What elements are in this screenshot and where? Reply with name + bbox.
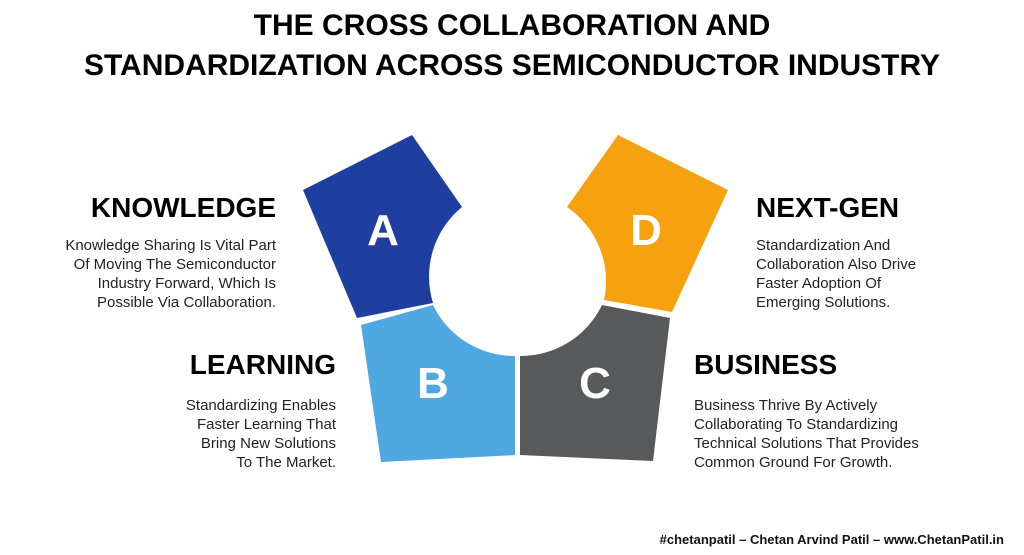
nextgen-desc-line: Emerging Solutions. bbox=[756, 294, 891, 311]
segment-d-shape bbox=[567, 135, 728, 312]
business-desc-line: Collaborating To Standardizing bbox=[694, 416, 899, 433]
business-heading: BUSINESS bbox=[694, 349, 838, 380]
learning-description: Standardizing Enables Faster Learning Th… bbox=[76, 396, 336, 472]
business-desc-line: Technical Solutions That Provides bbox=[694, 435, 919, 452]
knowledge-desc-line: Possible Via Collaboration. bbox=[97, 294, 276, 311]
nextgen-heading: NEXT-GEN bbox=[756, 192, 900, 223]
segment-b-letter: B bbox=[417, 359, 449, 408]
segment-a-shape bbox=[303, 135, 462, 318]
nextgen-desc-line: Collaboration Also Drive bbox=[756, 256, 917, 273]
knowledge-heading: KNOWLEDGE bbox=[90, 192, 276, 223]
nextgen-desc-line: Faster Adoption Of bbox=[756, 275, 882, 292]
learning-heading: LEARNING bbox=[189, 349, 336, 380]
knowledge-desc-line: Industry Forward, Which Is bbox=[97, 275, 276, 292]
segment-d: D bbox=[567, 135, 728, 312]
segment-c-letter: C bbox=[579, 359, 611, 408]
footer-credit: #chetanpatil – Chetan Arvind Patil – www… bbox=[659, 532, 1004, 547]
learning-desc-line: Bring New Solutions bbox=[200, 435, 336, 452]
knowledge-desc-line: Knowledge Sharing Is Vital Part bbox=[65, 237, 276, 254]
knowledge-desc-line: Of Moving The Semiconductor bbox=[73, 256, 276, 273]
learning-desc-line: Faster Learning That bbox=[197, 416, 336, 433]
knowledge-description: Knowledge Sharing Is Vital Part Of Movin… bbox=[0, 236, 276, 312]
page-title: THE CROSS COLLABORATION AND STANDARDIZAT… bbox=[0, 6, 1024, 86]
business-desc-line: Business Thrive By Actively bbox=[694, 397, 878, 414]
nextgen-description: Standardization And Collaboration Also D… bbox=[756, 236, 1016, 312]
business-desc-line: Common Ground For Growth. bbox=[694, 454, 893, 471]
segment-b: B bbox=[361, 305, 515, 462]
segment-a: A bbox=[303, 135, 462, 318]
business-description: Business Thrive By Actively Collaboratin… bbox=[694, 396, 1014, 472]
segment-d-letter: D bbox=[630, 206, 662, 255]
segment-a-letter: A bbox=[367, 206, 399, 255]
learning-desc-line: To The Market. bbox=[236, 454, 336, 471]
title-line-1: THE CROSS COLLABORATION AND bbox=[253, 9, 771, 42]
segment-b-shape bbox=[361, 305, 515, 462]
nextgen-desc-line: Standardization And bbox=[756, 237, 891, 254]
segment-c: C bbox=[520, 305, 670, 461]
segment-c-shape bbox=[520, 305, 670, 461]
learning-desc-line: Standardizing Enables bbox=[185, 397, 336, 414]
title-line-2: STANDARDIZATION ACROSS SEMICONDUCTOR IND… bbox=[83, 49, 941, 82]
